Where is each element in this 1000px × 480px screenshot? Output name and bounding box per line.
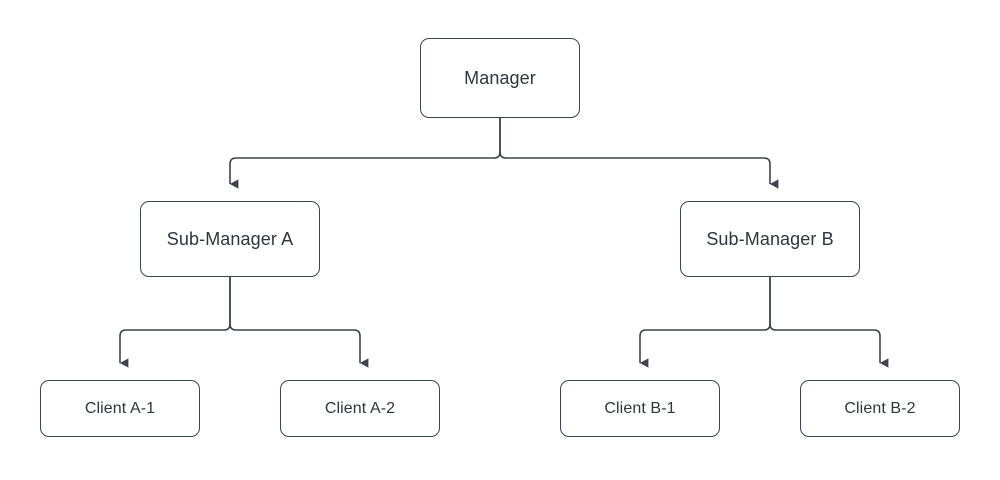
node-client-b-2-label: Client B-2 (844, 399, 916, 417)
node-client-b-1[interactable]: Client B-1 (560, 380, 720, 437)
node-manager[interactable]: Manager (420, 38, 580, 118)
edge-manager-to-sub-manager-a (229, 118, 501, 189)
node-client-a-1[interactable]: Client A-1 (40, 380, 200, 437)
edge-sub-manager-b-to-client-b-1 (639, 277, 771, 368)
node-sub-manager-a-label: Sub-Manager A (166, 228, 294, 249)
node-client-b-2[interactable]: Client B-2 (800, 380, 960, 437)
node-sub-manager-a[interactable]: Sub-Manager A (140, 201, 320, 277)
node-manager-label: Manager (464, 67, 536, 88)
edge-manager-to-sub-manager-b (499, 118, 779, 189)
edge-sub-manager-a-to-client-a-2 (229, 277, 369, 368)
node-sub-manager-b-label: Sub-Manager B (706, 228, 834, 249)
edge-sub-manager-a-to-client-a-1 (119, 277, 231, 368)
node-client-a-2[interactable]: Client A-2 (280, 380, 440, 437)
node-client-b-1-label: Client B-1 (604, 399, 676, 417)
edge-sub-manager-b-to-client-b-2 (769, 277, 889, 368)
node-sub-manager-b[interactable]: Sub-Manager B (680, 201, 860, 277)
node-client-a-2-label: Client A-2 (324, 399, 396, 417)
node-client-a-1-label: Client A-1 (84, 399, 156, 417)
